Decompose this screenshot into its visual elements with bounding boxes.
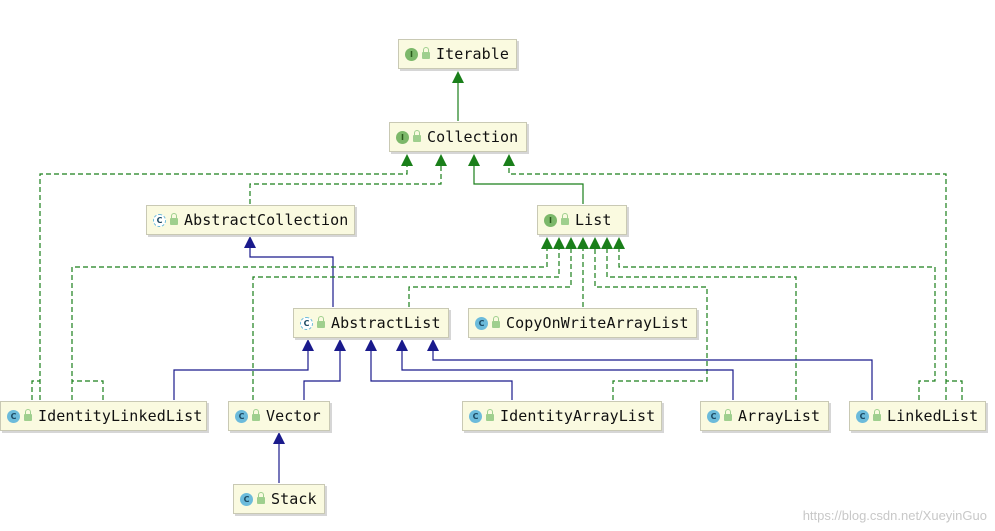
lock-icon — [24, 409, 32, 421]
node-iterable[interactable]: I Iterable — [398, 39, 517, 69]
node-abstract-list[interactable]: C AbstractList — [293, 308, 449, 338]
node-label: LinkedList — [887, 407, 979, 425]
abstract-class-icon: C — [153, 213, 166, 227]
node-linked-list[interactable]: C LinkedList — [849, 401, 986, 431]
node-label: AbstractList — [331, 314, 441, 332]
arrows-extends-abstractlist — [302, 339, 439, 351]
edge-collection-iterable — [452, 71, 464, 121]
interface-icon: I — [396, 130, 409, 144]
node-label: Vector — [266, 407, 321, 425]
edge-abstractlist-abstractcollection — [244, 236, 334, 307]
class-icon: C — [856, 409, 869, 423]
abstract-class-icon: C — [300, 316, 313, 330]
node-label: CopyOnWriteArrayList — [506, 314, 689, 332]
node-identity-array-list[interactable]: C IdentityArrayList — [462, 401, 662, 431]
node-identity-linked-list[interactable]: C IdentityLinkedList — [0, 401, 207, 431]
lock-icon — [561, 213, 569, 225]
arrow-linkedlist-collection — [503, 154, 515, 166]
node-stack[interactable]: C Stack — [233, 484, 325, 514]
lock-icon — [422, 47, 430, 59]
node-label: Collection — [427, 128, 519, 146]
node-collection[interactable]: I Collection — [389, 122, 527, 152]
lock-icon — [252, 409, 260, 421]
edges-extends-abstractlist — [173, 350, 873, 400]
node-copy-on-write-array-list[interactable]: C CopyOnWriteArrayList — [468, 308, 697, 338]
lock-icon — [873, 409, 881, 421]
node-label: List — [575, 211, 612, 229]
lock-icon — [317, 316, 325, 328]
lock-icon — [486, 409, 494, 421]
class-icon: C — [240, 492, 253, 506]
arrow-abstractcollection-collection — [435, 154, 447, 166]
edges-implements-list — [71, 248, 936, 400]
edge-abstractcollection-collection — [249, 165, 442, 204]
arrow-identitylinkedlist-collection — [401, 154, 413, 166]
class-icon: C — [7, 409, 20, 423]
node-label: AbstractCollection — [184, 211, 349, 229]
edge-stack-vector — [273, 432, 285, 483]
node-array-list[interactable]: C ArrayList — [700, 401, 829, 431]
interface-icon: I — [544, 213, 557, 227]
node-label: Iterable — [436, 45, 510, 63]
lock-icon — [724, 409, 732, 421]
lock-icon — [492, 316, 500, 328]
class-icon: C — [235, 409, 248, 423]
class-icon: C — [475, 316, 488, 330]
edge-linkedlist-collection — [508, 165, 963, 400]
node-label: ArrayList — [738, 407, 821, 425]
edge-list-collection — [468, 154, 584, 204]
node-vector[interactable]: C Vector — [228, 401, 330, 431]
arrows-implements-list — [541, 237, 625, 249]
node-list[interactable]: I List — [537, 205, 627, 235]
node-label: Stack — [271, 490, 317, 508]
interface-icon: I — [405, 47, 418, 61]
watermark: https://blog.csdn.net/XueyinGuo — [802, 508, 987, 523]
lock-icon — [170, 213, 178, 225]
node-label: IdentityLinkedList — [38, 407, 203, 425]
lock-icon — [413, 130, 421, 142]
node-label: IdentityArrayList — [500, 407, 656, 425]
class-icon: C — [707, 409, 720, 423]
edge-identitylinkedlist-collection — [31, 165, 408, 400]
class-icon: C — [469, 409, 482, 423]
node-abstract-collection[interactable]: C AbstractCollection — [146, 205, 355, 235]
lock-icon — [257, 492, 265, 504]
